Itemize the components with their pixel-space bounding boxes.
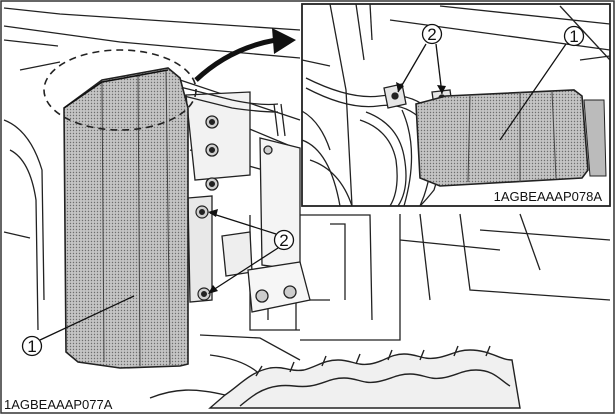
detail-highlight-ellipse [43, 49, 197, 131]
svg-text:2: 2 [279, 231, 288, 250]
detail-arrow-head [272, 28, 296, 54]
support-stand [247, 261, 311, 313]
svg-text:1: 1 [27, 337, 36, 356]
cable-bundle [175, 85, 286, 137]
inset-hatched-strip [583, 99, 607, 177]
side-cover [63, 67, 189, 369]
svg-text:1: 1 [569, 27, 578, 46]
main-callout-2: 2 [208, 209, 295, 294]
cover-bolts [195, 205, 211, 301]
hood-seal [149, 345, 521, 409]
main-figure-code: 1AGBEAAAP077A [4, 397, 113, 412]
main-code-label-bg [0, 396, 138, 414]
detail-arrow [194, 37, 277, 82]
inset-callout-2: 2 [396, 23, 446, 95]
inset-figure-code: 1AGBEAAAP078A [494, 189, 603, 204]
main-callout-1: 1 [21, 295, 135, 357]
mounting-bracket [185, 91, 301, 303]
inset-code-label-bg [448, 188, 606, 205]
inset-callout-1: 1 [499, 25, 585, 141]
svg-text:2: 2 [427, 25, 436, 44]
